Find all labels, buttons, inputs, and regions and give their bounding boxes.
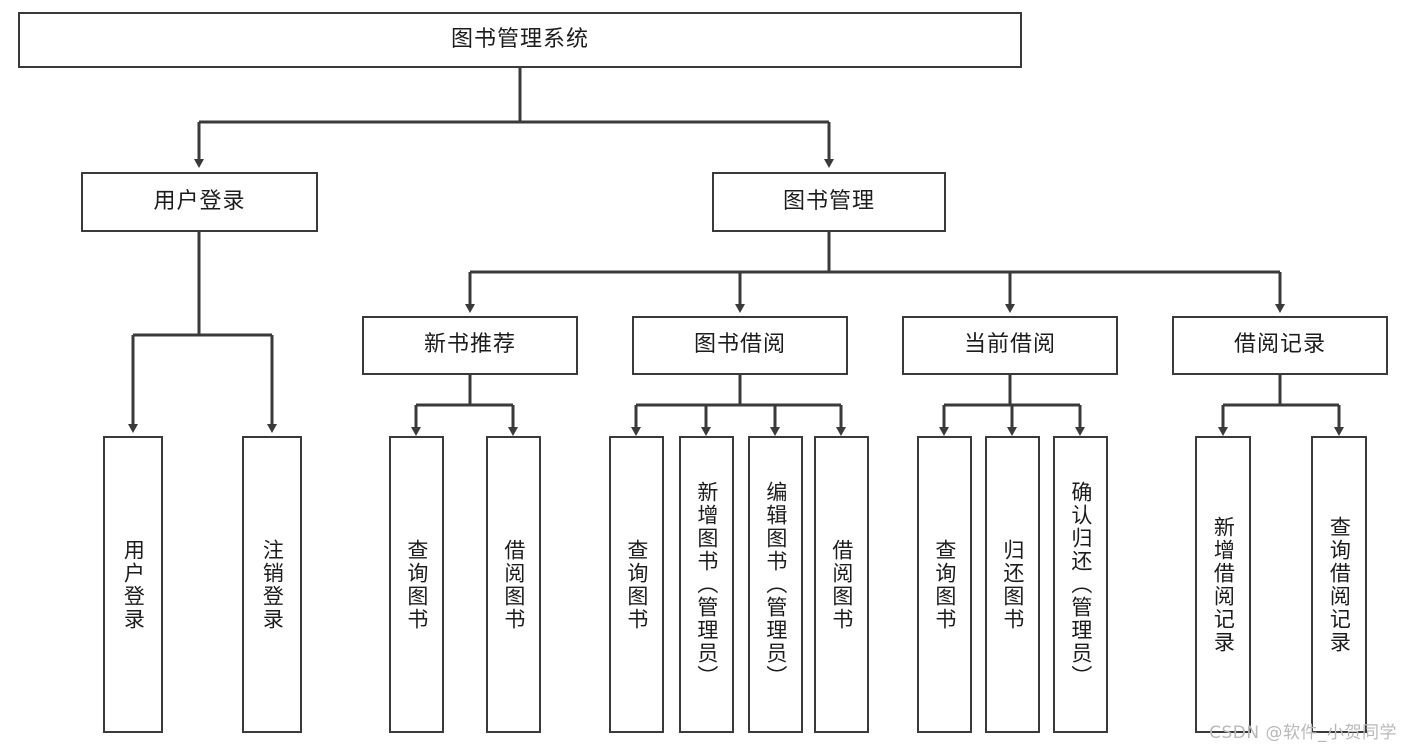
node-leaf-query-book-1-label: 查询图书 (404, 538, 429, 631)
node-user-login-label: 用户登录 (153, 188, 246, 214)
node-leaf-query-book-1[interactable]: 查询图书 (389, 436, 444, 733)
node-book-borrow[interactable]: 图书借阅 (632, 316, 848, 375)
node-leaf-edit-book[interactable]: 编辑图书（管理员） (748, 436, 803, 733)
node-leaf-user-login[interactable]: 用户登录 (103, 436, 163, 733)
node-current-borrow-label: 当前借阅 (963, 332, 1056, 358)
node-leaf-borrow-book-2[interactable]: 借阅图书 (814, 436, 869, 733)
watermark: CSDN @软件_小贺同学 (1209, 723, 1397, 743)
node-leaf-confirm-return-label: 确认归还（管理员） (1068, 481, 1093, 688)
node-root-label: 图书管理系统 (450, 26, 589, 52)
node-leaf-query-record-label: 查询借阅记录 (1327, 515, 1352, 654)
node-leaf-user-logout-label: 注销登录 (260, 538, 285, 631)
node-leaf-query-book-3[interactable]: 查询图书 (917, 436, 972, 733)
node-borrow-record-label: 借阅记录 (1233, 332, 1326, 358)
node-leaf-borrow-book-2-label: 借阅图书 (829, 538, 854, 631)
node-leaf-user-logout[interactable]: 注销登录 (242, 436, 302, 733)
node-user-login[interactable]: 用户登录 (81, 172, 318, 232)
node-leaf-return-book-label: 归还图书 (1000, 538, 1025, 631)
node-leaf-confirm-return[interactable]: 确认归还（管理员） (1053, 436, 1108, 733)
node-leaf-borrow-book-1[interactable]: 借阅图书 (486, 436, 541, 733)
node-root[interactable]: 图书管理系统 (18, 12, 1022, 68)
node-book-borrow-label: 图书借阅 (693, 332, 786, 358)
node-leaf-add-record[interactable]: 新增借阅记录 (1195, 436, 1251, 733)
node-leaf-return-book[interactable]: 归还图书 (985, 436, 1040, 733)
node-leaf-query-book-3-label: 查询图书 (932, 538, 957, 631)
node-current-borrow[interactable]: 当前借阅 (902, 316, 1118, 375)
node-leaf-add-book-label: 新增图书（管理员） (694, 481, 719, 688)
node-book-manage-label: 图书管理 (782, 188, 875, 214)
node-leaf-query-book-2-label: 查询图书 (624, 538, 649, 631)
node-leaf-add-record-label: 新增借阅记录 (1211, 515, 1236, 654)
node-leaf-add-book[interactable]: 新增图书（管理员） (679, 436, 734, 733)
node-leaf-edit-book-label: 编辑图书（管理员） (763, 481, 788, 688)
node-new-book-rec-label: 新书推荐 (423, 332, 516, 358)
node-leaf-query-book-2[interactable]: 查询图书 (609, 436, 664, 733)
node-leaf-user-login-label: 用户登录 (121, 538, 146, 631)
node-book-manage[interactable]: 图书管理 (712, 172, 946, 232)
node-borrow-record[interactable]: 借阅记录 (1172, 316, 1388, 375)
node-leaf-query-record[interactable]: 查询借阅记录 (1311, 436, 1367, 733)
node-leaf-borrow-book-1-label: 借阅图书 (501, 538, 526, 631)
node-new-book-rec[interactable]: 新书推荐 (362, 316, 578, 375)
